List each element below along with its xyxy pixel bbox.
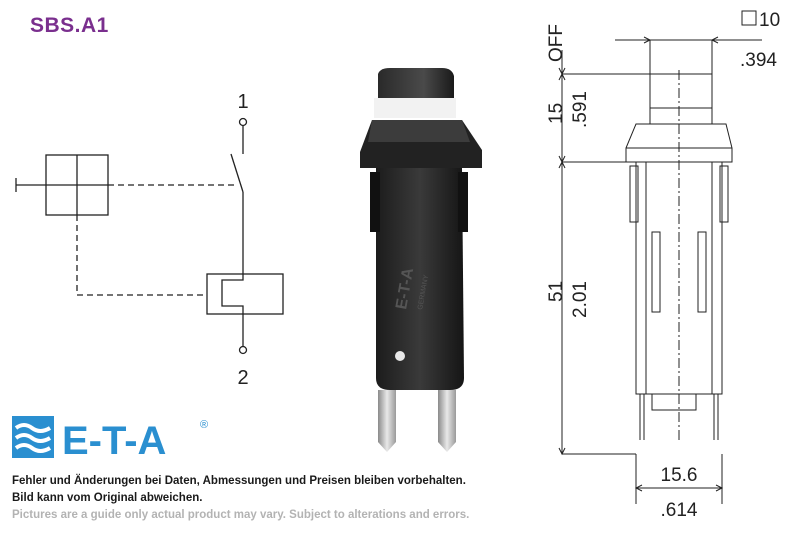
off-label: OFF <box>546 24 567 62</box>
product-photo: E-T-A GERMANY <box>360 68 482 452</box>
logo-text: E-T-A <box>62 419 166 462</box>
mounting-clip-left <box>370 172 380 232</box>
actuator-mm: 15 <box>546 103 567 124</box>
switch-contact <box>230 153 244 193</box>
drawing-actuator <box>649 73 713 125</box>
square-in: .394 <box>740 50 777 71</box>
pin-label-2: 2 <box>237 367 248 389</box>
terminal-1 <box>238 117 248 127</box>
actuator-in: .591 <box>570 91 591 128</box>
dimension-drawing: OFF 15 .591 51 2.01 10 .394 15.6 .614 <box>546 10 780 521</box>
terminal-pin-right <box>438 390 456 452</box>
body-mm: 51 <box>546 281 567 302</box>
terminal-2 <box>238 345 248 355</box>
width-mm: 15.6 <box>661 465 698 486</box>
mounting-clip-right <box>458 172 468 232</box>
registered-mark: ® <box>200 419 208 431</box>
pin-label-1: 1 <box>237 91 248 113</box>
white-indicator-ring <box>374 98 456 118</box>
terminal-pin-left <box>378 390 396 452</box>
body-in: 2.01 <box>570 281 591 318</box>
disclaimer-de-line2: Bild kann vom Original abweichen. <box>12 492 203 504</box>
circuit-schematic: 1 2 <box>15 91 284 389</box>
eta-logo: E-T-A ® <box>12 416 208 462</box>
breaker-body <box>376 168 464 390</box>
reset-hole <box>395 351 405 361</box>
disclaimer-en: Pictures are a guide only actual product… <box>12 509 470 521</box>
square-mm: 10 <box>759 10 780 31</box>
product-code-title: SBS.A1 <box>30 14 109 37</box>
disclaimer-de-line1: Fehler und Änderungen bei Daten, Abmessu… <box>12 475 466 487</box>
bimetal-box <box>206 273 284 315</box>
actuator-cap <box>378 68 454 106</box>
width-in: .614 <box>661 500 698 521</box>
square-symbol <box>741 10 757 26</box>
